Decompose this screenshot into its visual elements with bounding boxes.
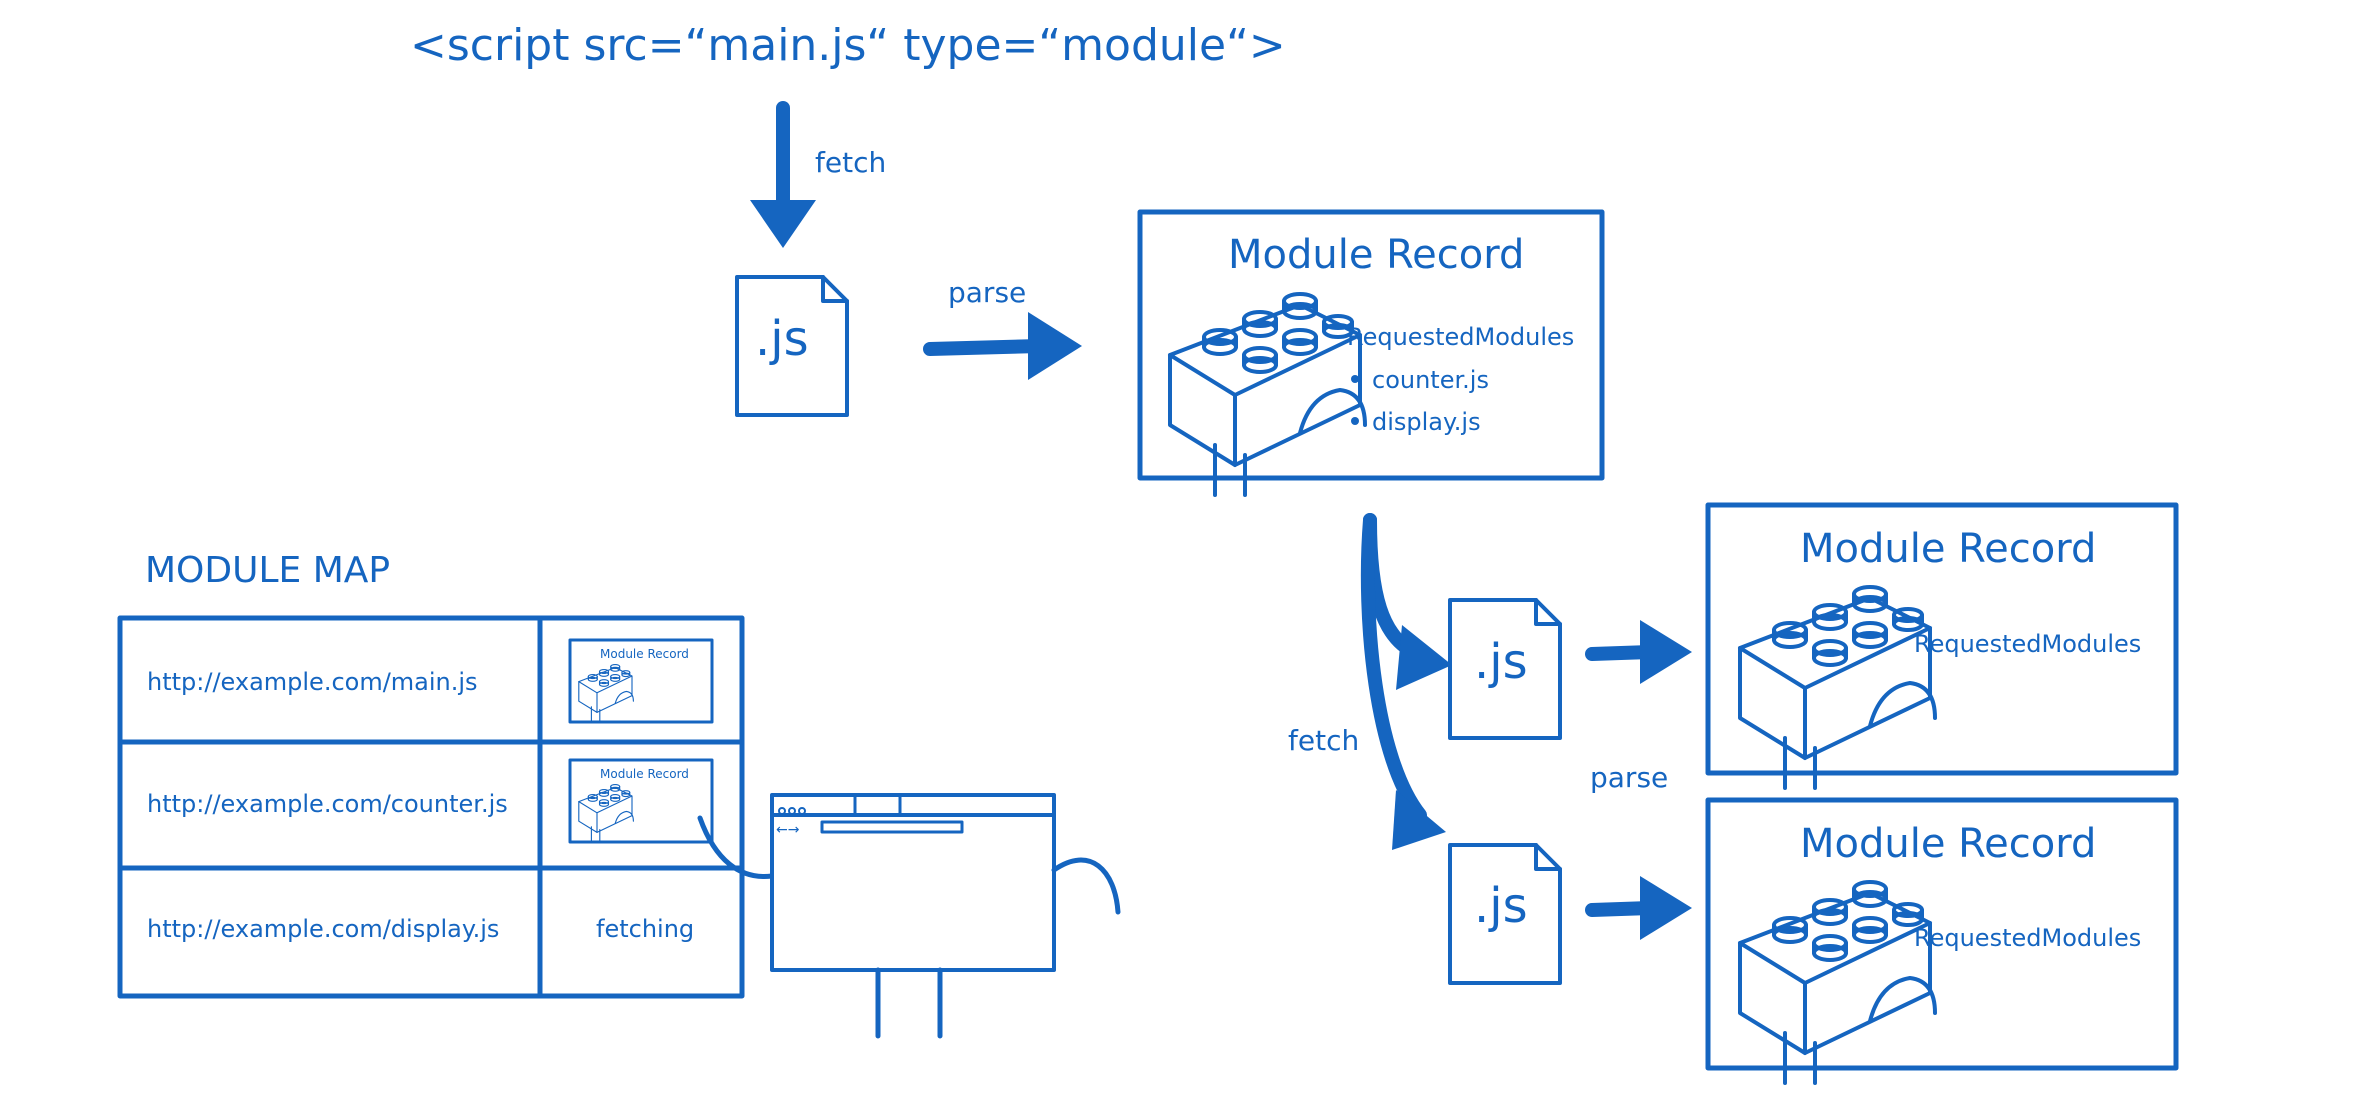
fetch-arrow-down [750, 101, 816, 248]
module-map-url-3: http://example.com/display.js [147, 915, 499, 943]
script-tag-text: <script src=“main.js“ type=“module“> [410, 20, 1286, 71]
requested-item-counter: counter.js [1372, 366, 1489, 394]
display-js-file-label: .js [1474, 878, 1528, 934]
module-map-record-thumb-1: Module Record [568, 638, 714, 724]
module-map-title: MODULE MAP [145, 550, 390, 591]
module-map-url-2: http://example.com/counter.js [147, 790, 508, 818]
child-1-requested-heading: RequestedModules [1914, 630, 2141, 658]
svg-text:←→: ←→ [776, 822, 800, 838]
parse-arrow-top [923, 312, 1082, 380]
module-map-table [117, 615, 745, 999]
parse-label-top: parse [948, 276, 1026, 309]
svg-text:Module Record: Module Record [600, 647, 689, 661]
counter-js-file-label: .js [1474, 634, 1528, 690]
main-lego-icon [1168, 292, 1367, 497]
child-1-record-title: Module Record [1800, 526, 2096, 572]
main-requested-heading: RequestedModules [1347, 323, 1574, 351]
child-2-record-title: Module Record [1800, 821, 2096, 867]
child-1-lego-icon [1738, 585, 1937, 790]
module-map-status-fetching: fetching [596, 915, 694, 943]
child-module-record-2: Module Record RequestedModules [1705, 797, 2179, 1085]
browser-character-icon: ←→ [697, 793, 1121, 1039]
fetch-label-top: fetch [815, 146, 886, 179]
fetch-label-branch: fetch [1288, 724, 1359, 757]
main-module-record: Module Record RequestedModules counter.j… [1137, 209, 1605, 497]
main-module-record-title: Module Record [1228, 232, 1524, 278]
fetch-arrow-branch [1360, 513, 1452, 850]
child-2-lego-icon [1738, 880, 1937, 1085]
module-map-record-thumb-2: Module Record [568, 758, 714, 844]
module-map-url-1: http://example.com/main.js [147, 668, 478, 696]
parse-arrow-child-1 [1585, 620, 1692, 684]
parse-label-branch: parse [1590, 761, 1668, 794]
svg-text:Module Record: Module Record [600, 767, 689, 781]
parse-arrow-child-2 [1585, 876, 1692, 940]
child-2-requested-heading: RequestedModules [1914, 924, 2141, 952]
main-js-file-label: .js [755, 311, 809, 367]
requested-item-display: display.js [1372, 408, 1481, 436]
child-module-record-1: Module Record RequestedModules [1705, 502, 2179, 790]
